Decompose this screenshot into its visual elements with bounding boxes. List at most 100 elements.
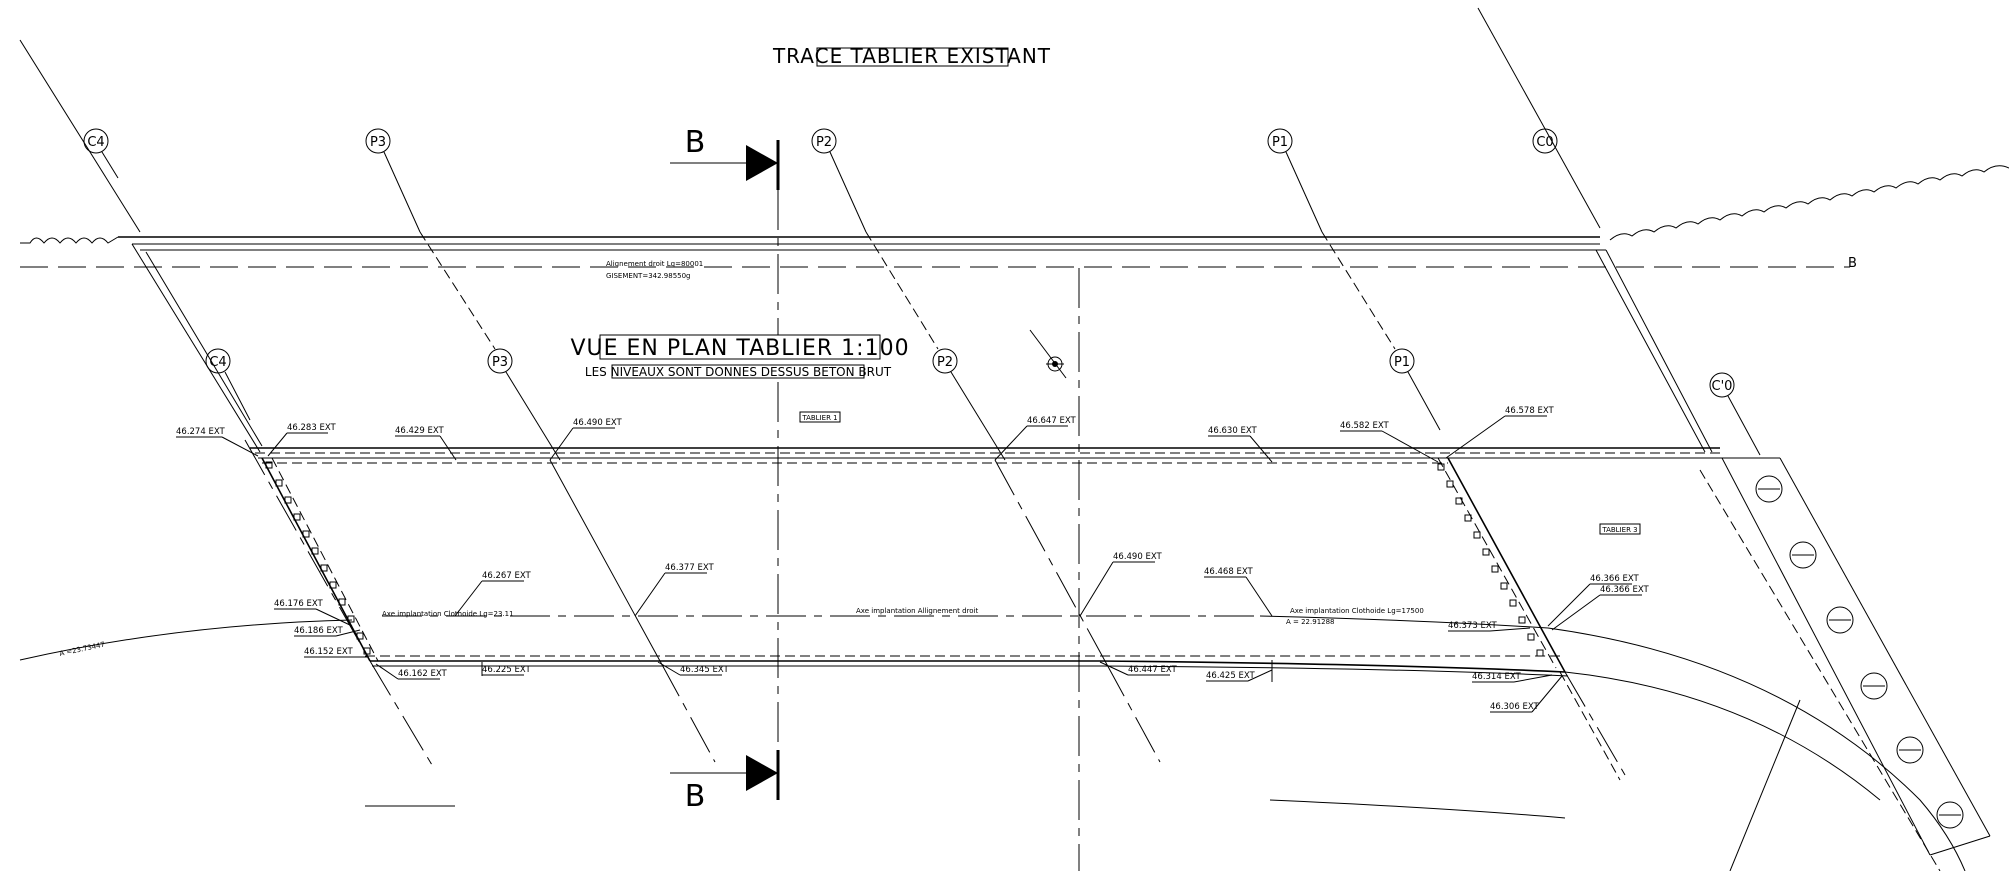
svg-text:46.366 EXT: 46.366 EXT: [1600, 585, 1649, 595]
svg-text:46.447 EXT: 46.447 EXT: [1128, 665, 1177, 675]
level-mid-2: 46.186 EXT: [294, 626, 361, 637]
svg-text:P3: P3: [370, 135, 386, 150]
left-curve-parameter: A =23.73447: [59, 641, 106, 658]
existing-deck: TRACE TABLIER EXISTANT B C4 P3 P2: [19, 7, 2009, 280]
level-mid-1: 46.176 EXT: [274, 599, 353, 627]
svg-text:46.425 EXT: 46.425 EXT: [1206, 671, 1255, 681]
abutment-c0-axis-line: [1477, 7, 1601, 229]
skew-line-c0-outer: [1605, 249, 1713, 453]
level-top-7: 46.582 EXT: [1340, 421, 1439, 463]
deck-end-west-dashed: [271, 457, 379, 662]
svg-text:46.225 EXT: 46.225 EXT: [482, 665, 531, 675]
svg-text:46.176 EXT: 46.176 EXT: [274, 599, 323, 609]
existing-axis-p1: P1: [1267, 128, 1323, 233]
svg-text:P3: P3: [492, 355, 508, 370]
level-top-6: 46.630 EXT: [1208, 426, 1273, 463]
svg-text:C4: C4: [87, 135, 104, 150]
level-bot-7: 46.306 EXT: [1490, 675, 1563, 713]
svg-text:B: B: [685, 779, 706, 814]
deck-end-west: [261, 457, 371, 662]
svg-text:46.314 EXT: 46.314 EXT: [1472, 672, 1521, 682]
skew-line-c4-inner: [145, 251, 263, 447]
existing-axis-p3: P3: [365, 128, 421, 233]
svg-text:46.306 EXT: 46.306 EXT: [1490, 702, 1539, 712]
drainage-circles: [1755, 475, 1964, 829]
level-top-8: 46.578 EXT: [1445, 406, 1554, 459]
alignment-bearing-label: GISEMENT=342.98550g: [606, 272, 691, 280]
clothoid-parameter: A = 22.91288: [1286, 618, 1335, 626]
deck-axis-p1: P1: [1321, 231, 1626, 776]
section-end-label: B: [1848, 256, 1857, 271]
deck-axis-c0: C'0: [1709, 372, 1761, 456]
road-curve-east: [1547, 627, 1966, 871]
level-top-1: 46.274 EXT: [176, 427, 259, 457]
north-arrow-icon: [1029, 329, 1067, 379]
level-mid-8: 46.373 EXT: [1448, 621, 1531, 632]
svg-text:46.373 EXT: 46.373 EXT: [1448, 621, 1497, 631]
levels-note-frame: [611, 364, 865, 379]
skew-line-c0-inner: [1595, 249, 1706, 453]
abutment-c4-axis-line: [19, 39, 141, 233]
tablier1-frame: [799, 411, 841, 423]
level-bot-1: 46.162 EXT: [375, 663, 447, 680]
levels-note: LES NIVEAUX SONT DONNES DESSUS BETON BRU…: [585, 365, 892, 379]
level-mid-6: 46.490 EXT: [1079, 552, 1162, 617]
tablier3-label: TABLIER 3: [1601, 526, 1637, 534]
alignment-length-label: Alignement droit Lg=80001: [606, 260, 703, 268]
left-curve: [19, 619, 353, 661]
plan-title-frame: [599, 334, 881, 360]
clothoid-label: Axe implantation Clothoide Lg=17500: [1290, 607, 1424, 615]
svg-text:46.582 EXT: 46.582 EXT: [1340, 421, 1389, 431]
section-marker-top: B: [670, 125, 780, 190]
tablier1-label: TABLIER 1: [801, 414, 837, 422]
deck-axis-c4: C4: [205, 348, 251, 421]
level-mid-10: 46.366 EXT: [1551, 585, 1649, 631]
road-edge-east: [1564, 671, 1881, 801]
svg-text:P2: P2: [816, 135, 832, 150]
level-bot-3: 46.345 EXT: [657, 661, 729, 676]
level-bot-5: 46.425 EXT: [1206, 660, 1273, 682]
svg-text:46.630 EXT: 46.630 EXT: [1208, 426, 1257, 436]
approach-slab-east: [1559, 457, 1991, 871]
level-mid-3: 46.152 EXT: [304, 647, 368, 658]
bearings-east: [1437, 463, 1544, 657]
c4-axis-extension: [369, 660, 436, 771]
svg-text:46.366 EXT: 46.366 EXT: [1590, 574, 1639, 584]
svg-text:C0: C0: [1536, 135, 1553, 150]
svg-text:46.490 EXT: 46.490 EXT: [573, 418, 622, 428]
center-axis-label: Axe implantation Allignement droit: [856, 607, 979, 615]
deck-axis-p2: P2: [865, 231, 1161, 763]
tablier3-frame: [1599, 523, 1641, 535]
existing-axis-p2: P2: [811, 128, 867, 233]
existing-deck-title-frame: [816, 47, 1009, 67]
existing-axis-c0: C0: [1532, 128, 1558, 154]
skew-line-c4-outer: [131, 243, 261, 453]
embankment-left: [20, 236, 119, 244]
level-bot-4: 46.447 EXT: [1099, 661, 1177, 676]
level-top-3: 46.429 EXT: [395, 426, 457, 461]
svg-text:46.186 EXT: 46.186 EXT: [294, 626, 343, 636]
deck-axis-p3: P3: [419, 231, 716, 763]
svg-text:C4: C4: [209, 355, 226, 370]
existing-axis-c4: C4: [83, 128, 119, 179]
svg-text:46.274 EXT: 46.274 EXT: [176, 427, 225, 437]
deck-end-east-dashed: [1437, 457, 1557, 669]
clothoid-axis: [1259, 615, 1549, 629]
level-top-4: 46.490 EXT: [549, 418, 622, 461]
level-bot-6: 46.314 EXT: [1472, 672, 1553, 683]
deck-end-east: [1447, 457, 1566, 673]
level-mid-7: 46.468 EXT: [1204, 567, 1273, 617]
level-mid-5: 46.377 EXT: [634, 563, 714, 617]
level-mid-9: 46.366 EXT: [1547, 574, 1639, 627]
level-top-5: 46.647 EXT: [994, 416, 1076, 461]
svg-text:B: B: [685, 125, 706, 160]
svg-text:46.647 EXT: 46.647 EXT: [1027, 416, 1076, 426]
deck-south-inner: [372, 665, 1569, 677]
road-edge-south: [1269, 799, 1566, 819]
svg-text:46.429 EXT: 46.429 EXT: [395, 426, 444, 436]
svg-text:46.490 EXT: 46.490 EXT: [1113, 552, 1162, 562]
svg-text:46.468 EXT: 46.468 EXT: [1204, 567, 1253, 577]
level-bot-2: 46.225 EXT: [481, 662, 531, 676]
svg-text:46.152 EXT: 46.152 EXT: [304, 647, 353, 657]
